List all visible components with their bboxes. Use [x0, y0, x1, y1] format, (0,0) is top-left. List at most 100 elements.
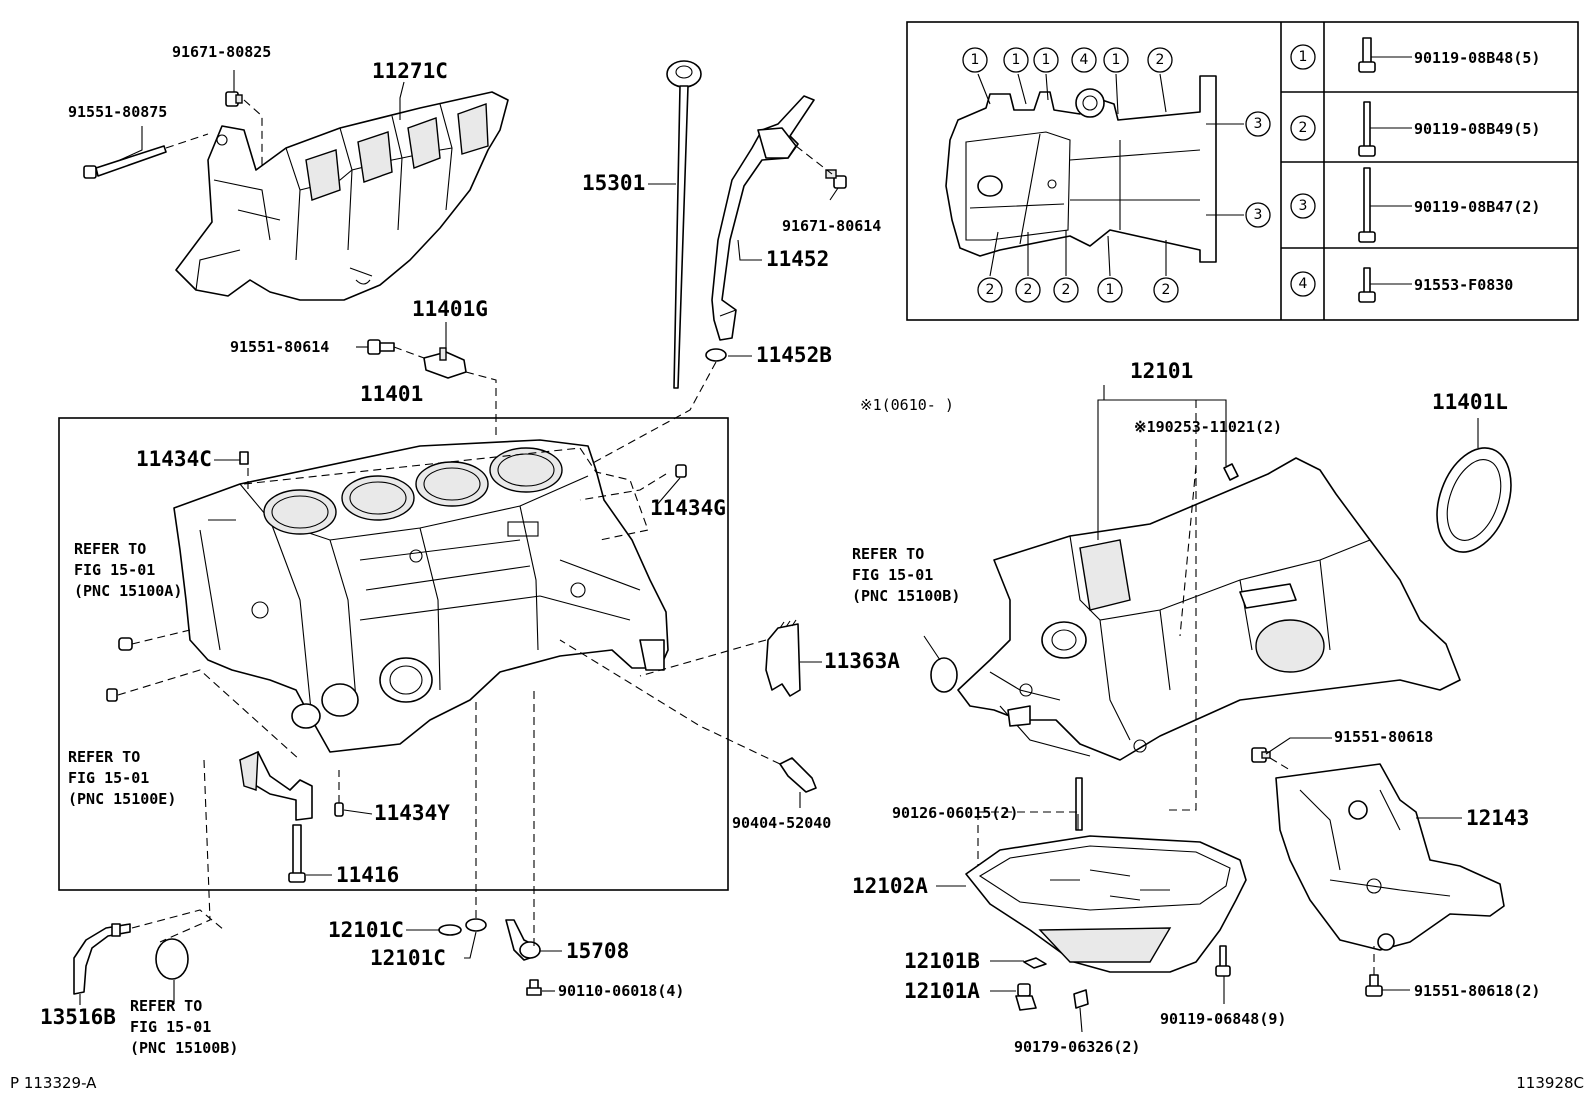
cylinder-block-11401-drawing	[173, 439, 669, 753]
inset-callout-side-1: 3	[1254, 207, 1263, 223]
label-11434c: 11434C	[136, 447, 212, 471]
bearing-cap-drawing	[239, 750, 313, 821]
dowel-pin-e-drawing	[106, 688, 118, 702]
inset-callout-top-2: 1	[1042, 52, 1051, 68]
oil-dipstick-15301-drawing	[666, 60, 702, 389]
label-11452b: 11452B	[756, 343, 832, 367]
label-90179-06326: 90179-06326(2)	[1014, 1038, 1140, 1056]
inset-callout-bottom-1: 2	[1024, 282, 1033, 298]
svg-text:REFER TO: REFER TO	[74, 540, 146, 558]
inset-callout-bottom-2: 2	[1062, 282, 1071, 298]
oil-pan-bolt-inset-box	[906, 21, 1579, 321]
label-13516b: 13516B	[40, 1005, 116, 1029]
refer-to-15100b-right: REFER TO FIG 15-01 (PNC 15100B)	[852, 545, 960, 605]
bolt-table-num-3: 3	[1299, 198, 1308, 214]
bolt-91671-80614-drawing	[825, 169, 847, 189]
label-12101c-a: 12101C	[328, 918, 404, 942]
label-91551-80618: 91551-80618	[1334, 728, 1433, 746]
footer-right-code: 113928C	[1516, 1074, 1584, 1092]
label-90119-06848: 90119-06848(9)	[1160, 1010, 1286, 1028]
o-ring-11452b-drawing	[705, 348, 727, 362]
thrust-washer-11363a-drawing	[765, 619, 801, 697]
bolt-91551-80618-2-drawing	[1365, 974, 1383, 997]
svg-text:FIG 15-01: FIG 15-01	[852, 566, 933, 584]
refer-to-15100a: REFER TO FIG 15-01 (PNC 15100A)	[74, 540, 182, 600]
label-91671-80614: 91671-80614	[782, 217, 881, 235]
svg-text:(PNC 15100E): (PNC 15100E)	[68, 790, 176, 808]
label-11271c: 11271C	[372, 59, 448, 83]
hose-13516b-drawing	[73, 923, 131, 995]
label-12101: 12101	[1130, 359, 1193, 383]
label-91551-80614: 91551-80614	[230, 338, 329, 356]
bolt-91551-80618-drawing	[1251, 747, 1271, 763]
refer-to-15100e: REFER TO FIG 15-01 (PNC 15100E)	[68, 748, 176, 808]
label-11452: 11452	[766, 247, 829, 271]
inset-callout-top-3: 4	[1080, 52, 1089, 68]
svg-text:REFER TO: REFER TO	[852, 545, 924, 563]
label-11401l: 11401L	[1432, 390, 1508, 414]
label-15708: 15708	[566, 939, 629, 963]
bolt-table-num-4: 4	[1299, 276, 1308, 292]
svg-text:FIG 15-01: FIG 15-01	[68, 769, 149, 787]
o-ring-15100b-right-drawing	[930, 657, 958, 693]
o-ring-12101c-a-drawing	[438, 924, 462, 936]
label-12101b: 12101B	[904, 949, 980, 973]
bolt-11416-drawing	[288, 824, 306, 883]
bolt-90179-06326-drawing	[1073, 989, 1089, 1009]
svg-text:(PNC 15100B): (PNC 15100B)	[130, 1039, 238, 1057]
intake-manifold-11271c-drawing	[175, 91, 509, 301]
label-90404-52040: 90404-52040	[732, 814, 831, 832]
oil-pan-12101-drawing	[957, 457, 1461, 761]
note-1: ※1(0610- )	[860, 396, 954, 414]
svg-text:REFER TO: REFER TO	[68, 748, 140, 766]
label-90110-06018: 90110-06018(4)	[558, 982, 684, 1000]
label-12101c-b: 12101C	[370, 946, 446, 970]
inset-callout-top-4: 1	[1112, 52, 1121, 68]
bolt-table-part-3: 90119-08B47(2)	[1414, 198, 1540, 216]
refer-to-15100b-left: REFER TO FIG 15-01 (PNC 15100B)	[130, 997, 238, 1057]
cylinder-block-group-box	[58, 417, 729, 891]
inset-callout-top-5: 2	[1156, 52, 1165, 68]
label-11401g: 11401G	[412, 297, 488, 321]
oil-pan-12102a-drawing	[965, 835, 1247, 973]
bolt-table-row-3: 3 90119-08B47(2)	[1290, 167, 1540, 243]
bolt-90119-06848-drawing	[1215, 945, 1231, 977]
footer-left-code: P 113329-A	[10, 1074, 97, 1092]
bolt-91551-80614-drawing	[367, 339, 395, 355]
dowel-11434y-drawing	[334, 802, 344, 817]
svg-text:REFER TO: REFER TO	[130, 997, 202, 1015]
label-12102a: 12102A	[852, 874, 928, 898]
label-91671-80825: 91671-80825	[172, 43, 271, 61]
bolt-table-part-1: 90119-08B48(5)	[1414, 49, 1540, 67]
label-90126-06015: 90126-06015(2)	[892, 804, 1018, 822]
label-11434y: 11434Y	[374, 801, 450, 825]
bolt-table-row-4: 4 91553-F0830	[1290, 267, 1513, 303]
bolt-90110-06018-drawing	[526, 979, 542, 996]
inset-callout-bottom-3: 1	[1106, 282, 1115, 298]
inset-callout-bottom-4: 2	[1162, 282, 1171, 298]
inset-callout-side-0: 3	[1254, 116, 1263, 132]
o-ring-12101c-b-drawing	[465, 918, 487, 932]
oil-seal-11401l-drawing	[1436, 447, 1512, 553]
bolt-table-part-4: 91553-F0830	[1414, 276, 1513, 294]
label-11363a: 11363A	[824, 649, 900, 673]
bolt-table-num-2: 2	[1299, 120, 1308, 136]
dowel-11434g-drawing	[675, 464, 687, 478]
label-11401: 11401	[360, 382, 423, 406]
stud-90126-06015-drawing	[1075, 777, 1083, 831]
label-91551-80618-2: 91551-80618(2)	[1414, 982, 1540, 1000]
label-12101a: 12101A	[904, 979, 980, 1003]
inset-callout-top-0: 1	[971, 52, 980, 68]
svg-text:(PNC 15100A): (PNC 15100A)	[74, 582, 182, 600]
bolt-table-row-2: 2 90119-08B49(5)	[1290, 101, 1540, 157]
label-91551-80875: 91551-80875	[68, 103, 167, 121]
gasket-12101b-drawing	[1023, 957, 1047, 969]
bolt-table-num-1: 1	[1299, 49, 1308, 65]
inset-oil-pan-drawing	[945, 75, 1217, 263]
bolt-190253-drawing	[1223, 463, 1239, 481]
label-190253-11021: ※190253-11021(2)	[1134, 418, 1282, 436]
bolt-91671-80825-drawing	[225, 91, 243, 107]
oil-strainer-15708-drawing	[505, 919, 541, 961]
svg-text:FIG 15-01: FIG 15-01	[130, 1018, 211, 1036]
